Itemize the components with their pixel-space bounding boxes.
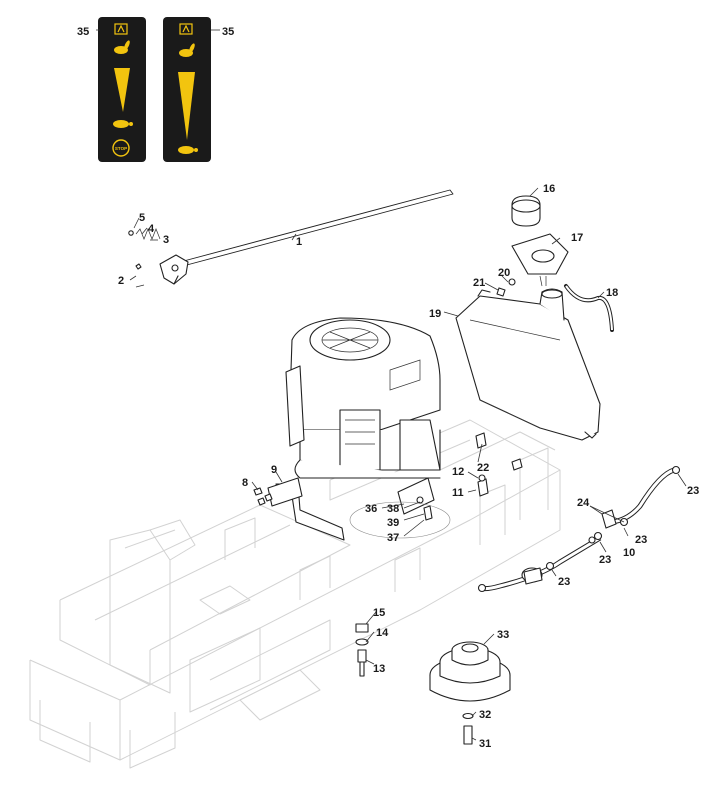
callout-38: 38: [387, 503, 399, 515]
speed-wedge-icon: [114, 68, 130, 112]
callout-16: 16: [543, 183, 555, 195]
callout-35-right: 35: [222, 26, 234, 38]
stop-text: STOP: [115, 146, 127, 151]
callouts: 35 35 1 2 3 4 5 8 9 10 11 12 13 14 15 16…: [77, 26, 699, 750]
exhaust-fasteners: [253, 487, 273, 506]
callout-23-c: 23: [599, 554, 611, 566]
callout-23-d: 23: [558, 576, 570, 588]
callout-9: 9: [271, 464, 277, 476]
fuel-filter: [521, 567, 543, 585]
hose-clamps: [477, 465, 681, 593]
fuel-line: [479, 467, 675, 592]
throttle-spring: [128, 228, 161, 240]
callout-1: 1: [296, 236, 302, 248]
fuel-tap: [588, 509, 617, 544]
decal-right: [163, 17, 211, 162]
callout-2: 2: [118, 275, 124, 287]
pulley-bolt: [462, 712, 474, 745]
rabbit-icon: [179, 43, 195, 57]
callout-23-a: 23: [687, 485, 699, 497]
callout-37: 37: [387, 532, 399, 544]
callout-14: 14: [376, 627, 389, 639]
callout-15: 15: [373, 607, 385, 619]
callout-22: 22: [477, 462, 489, 474]
choke-icon: [179, 23, 193, 35]
callout-35-left: 35: [77, 26, 89, 38]
engine-bolts: [475, 432, 523, 497]
callout-31: 31: [479, 738, 491, 750]
fuel-tank: [455, 288, 601, 441]
mounting-bracket: [349, 477, 451, 539]
callout-12: 12: [452, 466, 464, 478]
bracket-bolt: [423, 505, 433, 521]
throttle-bolt: [135, 263, 145, 288]
speed-wedge-icon: [178, 72, 195, 140]
callout-19: 19: [429, 308, 441, 320]
turtle-icon: [178, 146, 198, 154]
callout-4: 4: [148, 223, 155, 235]
throttle-cable: [159, 189, 454, 285]
choke-icon: [114, 23, 128, 35]
callout-33: 33: [497, 629, 509, 641]
stop-icon: STOP: [112, 139, 130, 157]
pulley: [429, 641, 511, 702]
decal-left: STOP: [98, 17, 146, 162]
callout-13: 13: [373, 663, 385, 675]
callout-23-b: 23: [635, 534, 647, 546]
callout-10: 10: [623, 547, 635, 559]
callout-32: 32: [479, 709, 491, 721]
callout-5: 5: [139, 212, 145, 224]
callout-11: 11: [452, 487, 464, 499]
turtle-icon: [113, 120, 133, 128]
engine: [285, 317, 441, 479]
tank-screw: [496, 278, 516, 297]
callout-20: 20: [498, 267, 510, 279]
callout-39: 39: [387, 517, 399, 529]
callout-24: 24: [577, 497, 590, 509]
callout-17: 17: [571, 232, 583, 244]
rabbit-icon: [114, 40, 130, 54]
leader-lines: [96, 29, 687, 741]
fuel-cap: [511, 195, 541, 227]
fuel-funnel: [511, 233, 569, 287]
bolt-set: [355, 623, 369, 677]
callout-18: 18: [606, 287, 618, 299]
callout-21: 21: [473, 277, 485, 289]
callout-3: 3: [163, 234, 169, 246]
callout-36: 36: [365, 503, 377, 515]
callout-8: 8: [242, 477, 248, 489]
